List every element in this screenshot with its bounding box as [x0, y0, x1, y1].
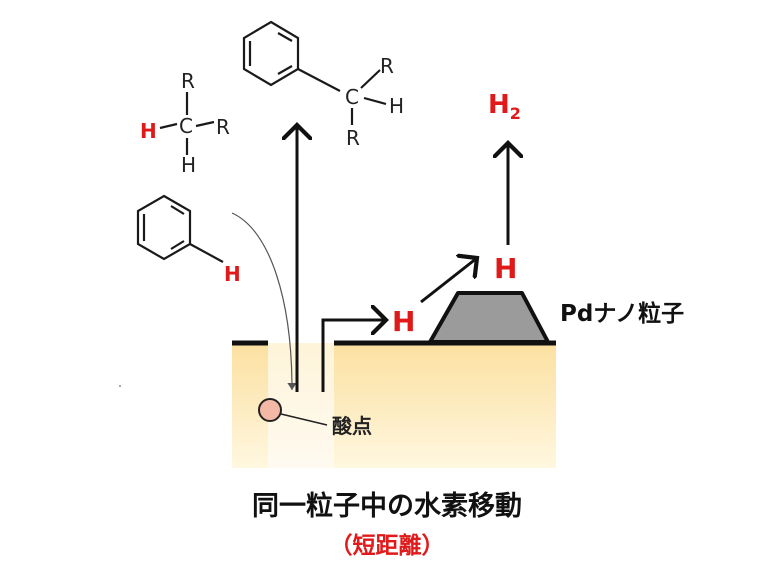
alkylbenzene-c: C — [345, 85, 359, 109]
pd-nanoparticle — [428, 291, 550, 344]
spillover-arrow — [420, 258, 477, 304]
alkane-r-right: R — [216, 115, 230, 139]
benzene-h: H — [224, 262, 241, 286]
acid-site-leader — [280, 413, 328, 426]
alkane-h-bottom: H — [181, 153, 196, 177]
alkylbenzene-h-right: H — [389, 94, 404, 118]
benzene-ring — [136, 194, 192, 261]
alkane-c: C — [179, 114, 193, 138]
benzene-adsorption-arrow — [231, 212, 297, 391]
alkane-r-top: R — [181, 69, 195, 93]
acid-site-label: 酸点 — [332, 414, 372, 438]
pd-nanoparticle-label: Pdナノ粒子 — [560, 300, 684, 327]
spillover-hydrogen: H — [494, 252, 517, 285]
alkane-h-left: H — [140, 119, 157, 143]
caption-main: 同一粒子中の水素移動 — [252, 491, 522, 522]
alkylbenzene-r-bottom: R — [346, 126, 360, 150]
acid-site — [258, 398, 282, 422]
h2-molecule: H2 — [488, 90, 521, 123]
benzene-molecule: H — [136, 194, 241, 286]
caption-sub: （短距離） — [330, 532, 445, 559]
hydrogen-migration-arrow — [321, 320, 386, 392]
alkylbenzene-molecule: C R H R — [242, 20, 404, 150]
alkylbenzene-ring — [242, 20, 300, 87]
small-dot — [119, 385, 121, 387]
alkylbenzene-r-top: R — [380, 54, 394, 78]
surface-hydrogen: H — [392, 305, 415, 338]
alkane-molecule: R C R H H — [140, 69, 230, 177]
